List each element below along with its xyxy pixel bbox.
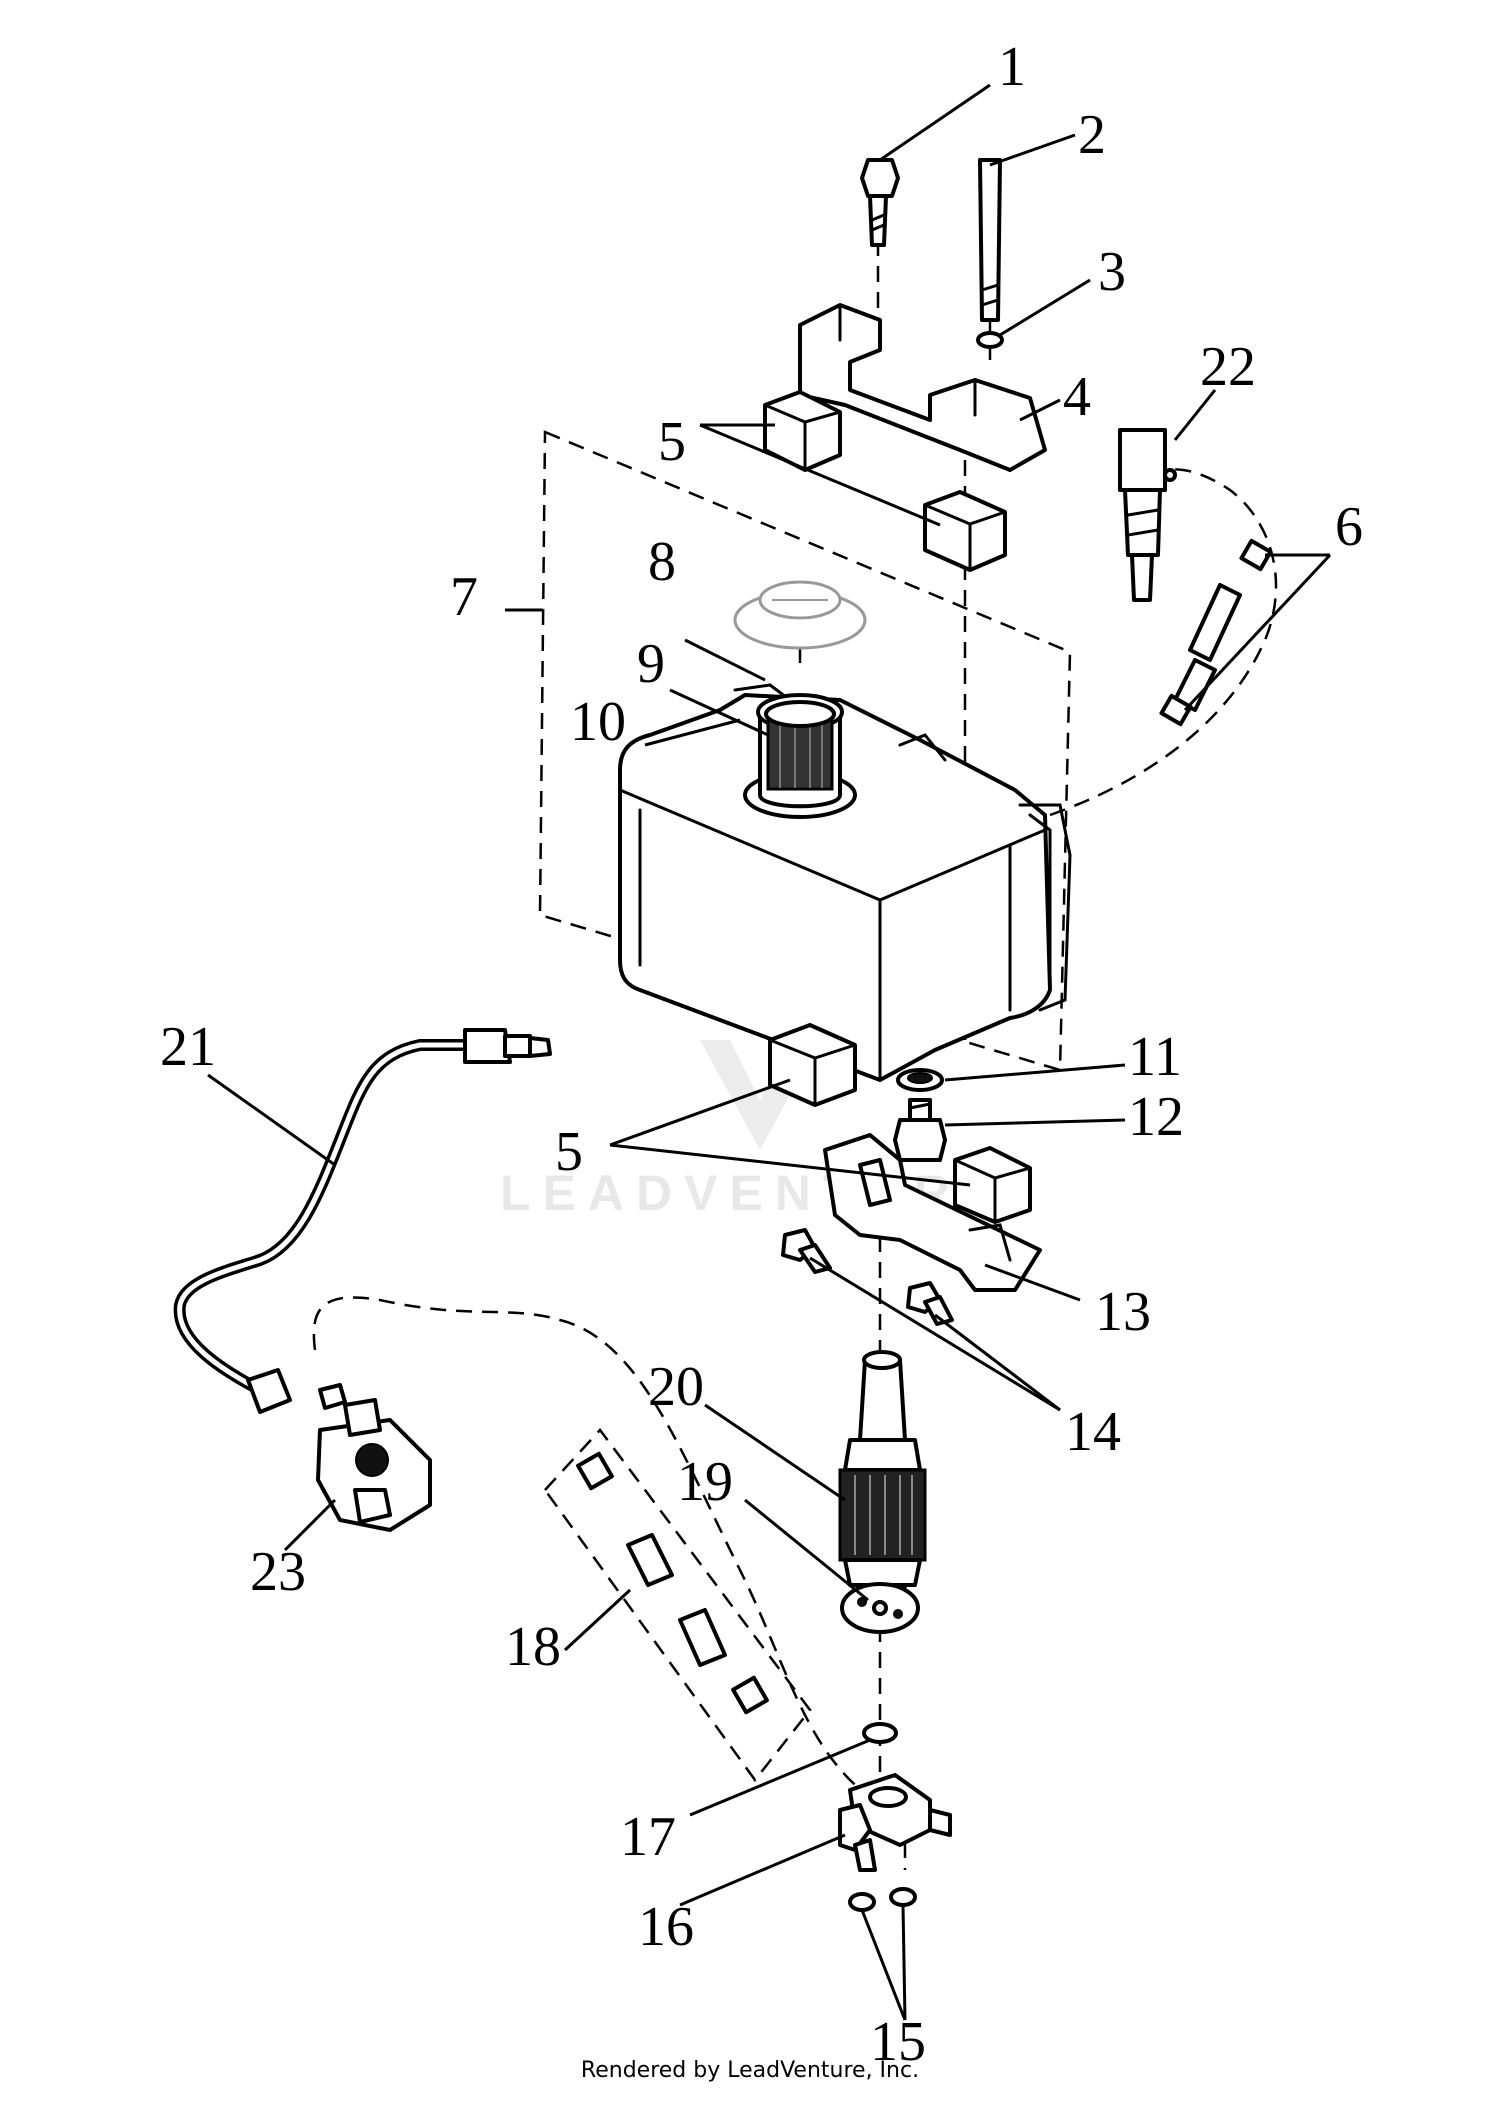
part-9-fuel-strainer [764, 700, 836, 791]
callout-4: 4 [1063, 366, 1091, 428]
part-5-pad-upper-left [763, 390, 842, 472]
footer-credit: Rendered by LeadVenture, Inc. [580, 2058, 920, 2083]
part-12-valve [893, 1098, 947, 1162]
callout-6: 6 [1335, 496, 1363, 558]
callout-14: 14 [1065, 1401, 1121, 1463]
callout-3: 3 [1098, 241, 1126, 303]
callout-22: 22 [1200, 336, 1256, 398]
part-3-washer [976, 331, 1004, 349]
part-5-pad-upper-right [923, 490, 1007, 572]
part-18-fuel-line [576, 1451, 769, 1715]
part-1-bolt [860, 158, 900, 247]
callout-15: 15 [870, 2011, 926, 2073]
callout-20: 20 [648, 1356, 704, 1418]
tank-kit-boundary [538, 430, 1072, 1072]
callout-5b: 5 [555, 1121, 583, 1183]
part-23-fuel-pump [316, 1383, 432, 1532]
part-19-gasket-plate [840, 1582, 920, 1634]
callout-numbers: 1 2 3 4 5 22 6 8 7 9 10 21 11 12 5 13 20… [160, 36, 1363, 2073]
part-5-pad-lower-right [953, 1146, 1032, 1224]
part-8-fuel-cap [733, 580, 867, 650]
leader-lines [207, 83, 1332, 2021]
callout-11: 11 [1128, 1026, 1182, 1088]
fuel-line-kit-boundary [543, 1428, 812, 1783]
part-14-bolts [781, 1228, 954, 1326]
part-21-fuel-pipe [173, 1028, 552, 1414]
part-10-fuel-tank [618, 683, 1072, 1082]
callout-18: 18 [505, 1616, 561, 1678]
callout-17: 17 [620, 1806, 676, 1868]
callout-1: 1 [998, 36, 1026, 98]
callout-7: 7 [450, 566, 478, 628]
callout-12: 12 [1128, 1086, 1184, 1148]
part-6-clamps-and-hose [1159, 538, 1273, 727]
part-17-o-ring [862, 1722, 898, 1744]
callout-2: 2 [1078, 104, 1106, 166]
part-15-washers [848, 1887, 917, 1912]
callout-13: 13 [1095, 1281, 1151, 1343]
part-4-upper-bracket [798, 303, 1047, 472]
part-11-gasket [896, 1068, 944, 1092]
part-5-pad-lower-left [768, 1023, 857, 1107]
part-2-stud [978, 158, 1002, 322]
callout-21: 21 [160, 1016, 216, 1078]
callout-23: 23 [250, 1541, 306, 1603]
part-20-fuel-filter [838, 1350, 927, 1607]
callout-8: 8 [648, 531, 676, 593]
callout-9: 9 [637, 633, 665, 695]
callout-16: 16 [638, 1896, 694, 1958]
callout-10: 10 [570, 691, 626, 753]
callout-5a: 5 [658, 411, 686, 473]
part-16-fuel-valve [838, 1773, 952, 1872]
callout-19: 19 [677, 1451, 733, 1513]
part-22-fuel-filter [1118, 428, 1177, 602]
